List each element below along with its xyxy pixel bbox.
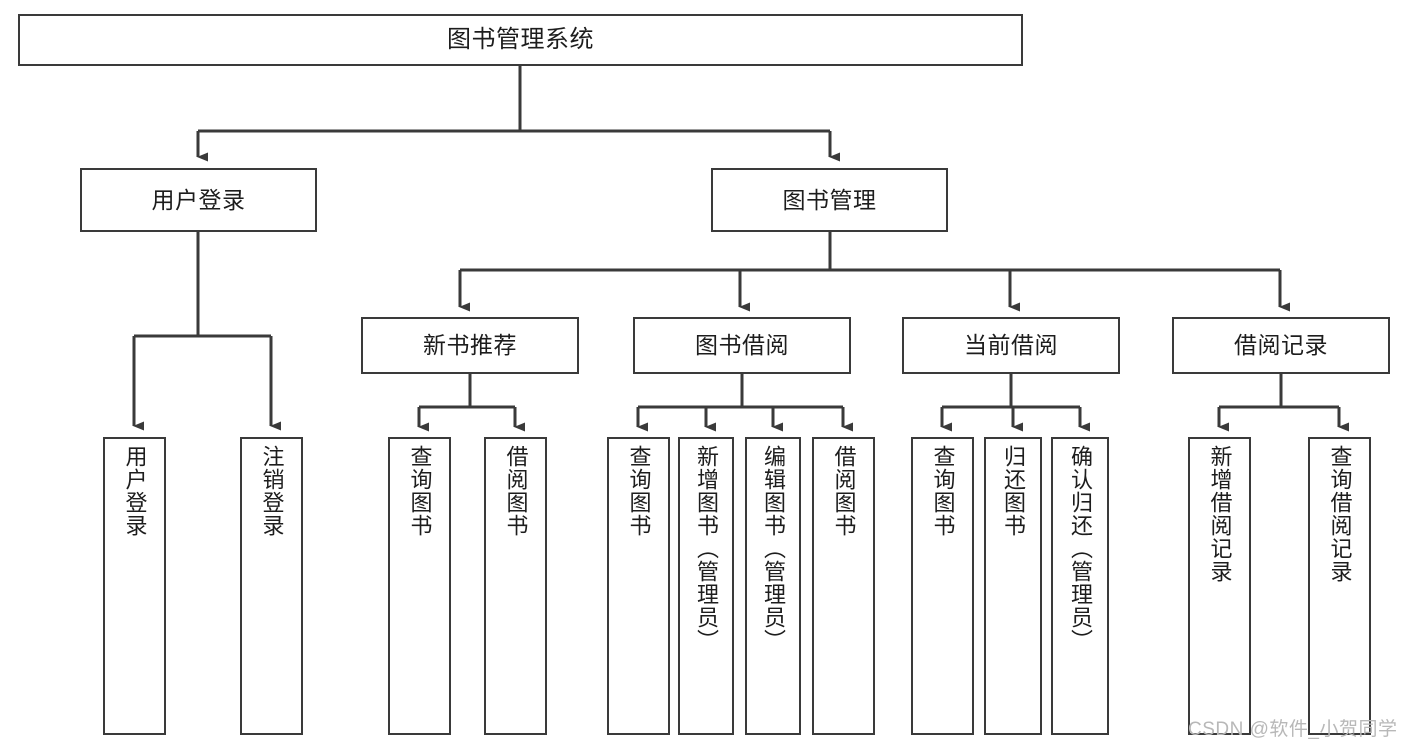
node-root[interactable]: 图书管理系统 [18,14,1023,66]
node-leaf-query-book-3-label: 查询图书 [930,445,956,537]
node-leaf-add-book-label: 新增图书（管理员） [694,445,719,652]
node-leaf-edit-book[interactable]: 编辑图书（管理员） [745,437,801,735]
node-leaf-confirm-return-label: 确认归还（管理员） [1068,445,1093,652]
node-leaf-logout-label: 注销登录 [259,445,285,537]
node-leaf-add-record-label: 新增借阅记录 [1207,445,1233,583]
node-leaf-query-book-1-label: 查询图书 [407,445,433,537]
node-book-borrow[interactable]: 图书借阅 [633,317,851,374]
node-leaf-user-login-label: 用户登录 [122,445,148,537]
node-borrow-record[interactable]: 借阅记录 [1172,317,1390,374]
node-leaf-query-book-2-label: 查询图书 [626,445,652,537]
node-leaf-add-book[interactable]: 新增图书（管理员） [678,437,734,735]
node-borrow-record-label: 借阅记录 [1234,332,1328,359]
node-leaf-return-book-label: 归还图书 [1001,445,1026,537]
node-book-manage[interactable]: 图书管理 [711,168,948,232]
node-leaf-borrow-book-1-label: 借阅图书 [503,445,529,537]
node-leaf-return-book[interactable]: 归还图书 [984,437,1042,735]
node-leaf-logout[interactable]: 注销登录 [240,437,303,735]
node-user-login[interactable]: 用户登录 [80,168,317,232]
node-leaf-query-book-3[interactable]: 查询图书 [911,437,974,735]
node-leaf-query-record-label: 查询借阅记录 [1327,445,1353,583]
csdn-watermark: CSDN @软件_小贺同学 [1188,719,1398,740]
node-book-borrow-label: 图书借阅 [695,332,789,359]
node-leaf-confirm-return[interactable]: 确认归还（管理员） [1051,437,1109,735]
node-user-login-label: 用户登录 [151,186,246,213]
node-leaf-borrow-book-1[interactable]: 借阅图书 [484,437,547,735]
node-new-book-rec[interactable]: 新书推荐 [361,317,579,374]
node-leaf-query-record[interactable]: 查询借阅记录 [1308,437,1371,735]
node-leaf-query-book-2[interactable]: 查询图书 [607,437,670,735]
node-leaf-borrow-book-2-label: 借阅图书 [831,445,857,537]
node-leaf-query-book-1[interactable]: 查询图书 [388,437,451,735]
node-leaf-user-login[interactable]: 用户登录 [103,437,166,735]
node-book-manage-label: 图书管理 [782,186,877,213]
node-leaf-borrow-book-2[interactable]: 借阅图书 [812,437,875,735]
node-new-book-rec-label: 新书推荐 [423,332,517,359]
node-leaf-add-record[interactable]: 新增借阅记录 [1188,437,1251,735]
node-leaf-edit-book-label: 编辑图书（管理员） [761,445,786,652]
node-current-borrow-label: 当前借阅 [964,332,1058,359]
node-root-label: 图书管理系统 [447,26,594,54]
node-current-borrow[interactable]: 当前借阅 [902,317,1120,374]
